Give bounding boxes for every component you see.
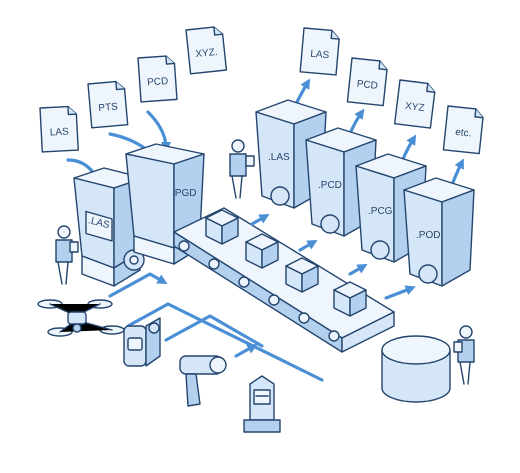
- flow-arrow: [298, 239, 318, 252]
- bin-label: .LAS: [87, 215, 111, 231]
- input-pipe: [234, 344, 258, 358]
- file-icon-pcd-right: PCD: [346, 57, 388, 107]
- file-icon-pts: PTS: [87, 80, 129, 129]
- terrestrial-scanner-icon: [243, 375, 281, 433]
- input-pipe: [126, 302, 324, 382]
- data-cube: [205, 209, 239, 245]
- data-cube: [285, 257, 319, 293]
- flow-arrow: [384, 285, 416, 300]
- data-cube: [245, 233, 279, 269]
- bin-label: .PGD: [172, 188, 196, 199]
- file-icon-etc: etc.: [442, 105, 484, 155]
- conveyor-rollers: [178, 240, 340, 342]
- bin-label: .POD: [416, 230, 440, 241]
- input-pipe: [164, 314, 264, 348]
- file-label: PTS: [98, 101, 119, 114]
- file-label: etc.: [455, 127, 472, 140]
- file-label: XYZ: [404, 101, 425, 114]
- file-label: LAS: [50, 127, 70, 139]
- gear-icon: [370, 240, 390, 260]
- bin-label: .PCG: [368, 206, 393, 217]
- input-pipe: [108, 272, 168, 298]
- file-icon-las-left: LAS: [39, 105, 79, 153]
- bin-label: .LAS: [268, 152, 290, 163]
- conversion-bin-pod: .POD: [403, 177, 475, 287]
- person-operator-left: [55, 225, 79, 285]
- person-operator-right: [453, 325, 475, 385]
- gear-icon: [320, 214, 340, 234]
- file-icon-xyz-left: XYZ.: [185, 26, 228, 75]
- flow-arrow: [348, 263, 368, 276]
- gear-icon: [270, 186, 290, 206]
- flow-arrow: [294, 78, 311, 106]
- file-label: LAS: [310, 49, 330, 62]
- file-icon-las-right: LAS: [299, 27, 340, 76]
- data-cube: [333, 281, 367, 317]
- storage-database-icon: [381, 335, 451, 403]
- flow-arrow: [250, 213, 270, 226]
- file-icon-xyz-right: XYZ: [393, 79, 436, 129]
- file-label: XYZ.: [195, 47, 218, 60]
- flow-arrow: [146, 110, 172, 153]
- handheld-lidar-icon: [179, 355, 227, 407]
- gear-icon: [418, 264, 438, 284]
- bin-label: .PCD: [318, 180, 342, 191]
- handheld-scanner-icon: [123, 317, 161, 367]
- file-label: PCD: [147, 76, 169, 88]
- file-label: PCD: [356, 79, 378, 92]
- person-operator-center: [229, 139, 255, 199]
- file-icon-pcd-left: PCD: [137, 55, 178, 103]
- drone-icon: [37, 299, 125, 337]
